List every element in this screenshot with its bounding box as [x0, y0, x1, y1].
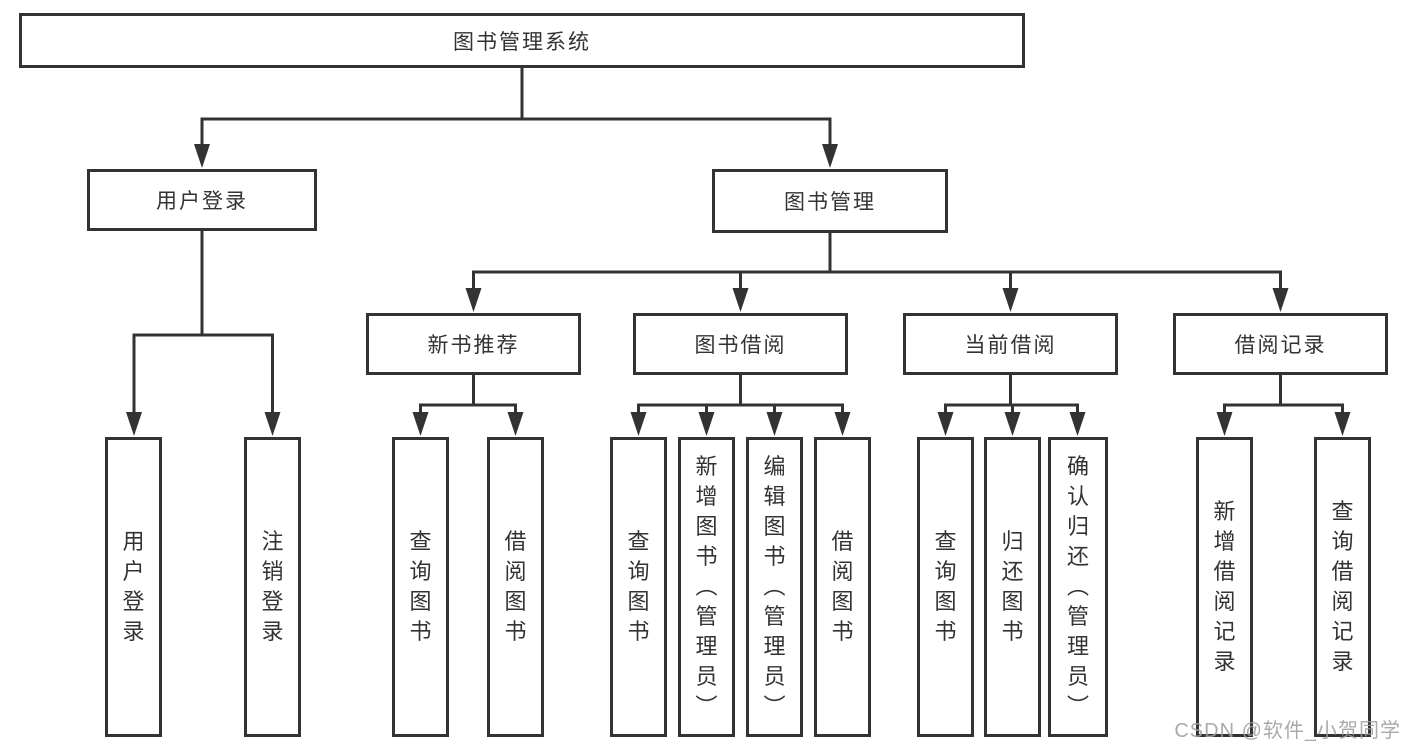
- node-root: 图书管理系统: [19, 13, 1025, 68]
- leaf-borrow-books-recommend: 借阅图书: [487, 437, 544, 737]
- node-book-management-label: 图书管理: [784, 191, 876, 214]
- leaf-logout-label: 注销登录: [261, 529, 284, 644]
- connector-user-login-children: [126, 231, 281, 436]
- connector-root-to-level2: [194, 67, 838, 168]
- node-root-label: 图书管理系统: [453, 30, 591, 54]
- leaf-query-books-borrow-label: 查询图书: [627, 529, 650, 644]
- leaf-user-login-label: 用户登录: [122, 529, 145, 644]
- leaf-borrow-books: 借阅图书: [814, 437, 871, 737]
- connector-book-mgmt-to-level3: [465, 233, 1289, 312]
- leaf-borrow-books-label: 借阅图书: [831, 529, 854, 644]
- leaf-return-book-label: 归还图书: [1001, 529, 1024, 644]
- leaf-add-borrow-record: 新增借阅记录: [1196, 437, 1253, 737]
- leaf-edit-book-admin: 编辑图书︵管理员︶: [746, 437, 803, 737]
- node-user-login: 用户登录: [87, 169, 317, 231]
- leaf-confirm-return-admin: 确认归还︵管理员︶: [1048, 437, 1108, 737]
- node-book-management: 图书管理: [712, 169, 948, 233]
- node-book-borrow: 图书借阅: [633, 313, 848, 375]
- leaf-add-book-admin: 新增图书︵管理员︶: [678, 437, 735, 737]
- node-borrow-records-label: 借阅记录: [1234, 334, 1327, 357]
- leaf-query-books-current-label: 查询图书: [934, 529, 957, 644]
- connector-current-borrow-children: [937, 375, 1086, 436]
- node-current-borrow-label: 当前借阅: [964, 334, 1057, 357]
- connector-new-book-children: [412, 375, 524, 436]
- leaf-query-borrow-record: 查询借阅记录: [1314, 437, 1371, 737]
- leaf-return-book: 归还图书: [984, 437, 1041, 737]
- leaf-query-books-recommend-label: 查询图书: [409, 529, 432, 644]
- node-user-login-label: 用户登录: [156, 190, 248, 213]
- connector-borrow-records-children: [1216, 375, 1351, 436]
- watermark: CSDN @软件_小贺同学: [1174, 720, 1401, 742]
- node-book-borrow-label: 图书借阅: [694, 334, 787, 357]
- leaf-query-borrow-record-label: 查询借阅记录: [1331, 499, 1354, 674]
- leaf-confirm-return-admin-label: 确认归还︵管理员︶: [1066, 454, 1089, 719]
- leaf-add-book-admin-label: 新增图书︵管理员︶: [695, 454, 718, 719]
- leaf-user-login: 用户登录: [105, 437, 162, 737]
- leaf-query-books-recommend: 查询图书: [392, 437, 449, 737]
- leaf-query-books-current: 查询图书: [917, 437, 974, 737]
- leaf-logout: 注销登录: [244, 437, 301, 737]
- node-borrow-records: 借阅记录: [1173, 313, 1388, 375]
- leaf-borrow-books-recommend-label: 借阅图书: [504, 529, 527, 644]
- leaf-edit-book-admin-label: 编辑图书︵管理员︶: [763, 454, 786, 719]
- leaf-add-borrow-record-label: 新增借阅记录: [1213, 499, 1236, 674]
- connector-book-borrow-children: [630, 375, 851, 436]
- node-new-book-recommend-label: 新书推荐: [427, 334, 520, 357]
- leaf-query-books-borrow: 查询图书: [610, 437, 667, 737]
- node-new-book-recommend: 新书推荐: [366, 313, 581, 375]
- node-current-borrow: 当前借阅: [903, 313, 1118, 375]
